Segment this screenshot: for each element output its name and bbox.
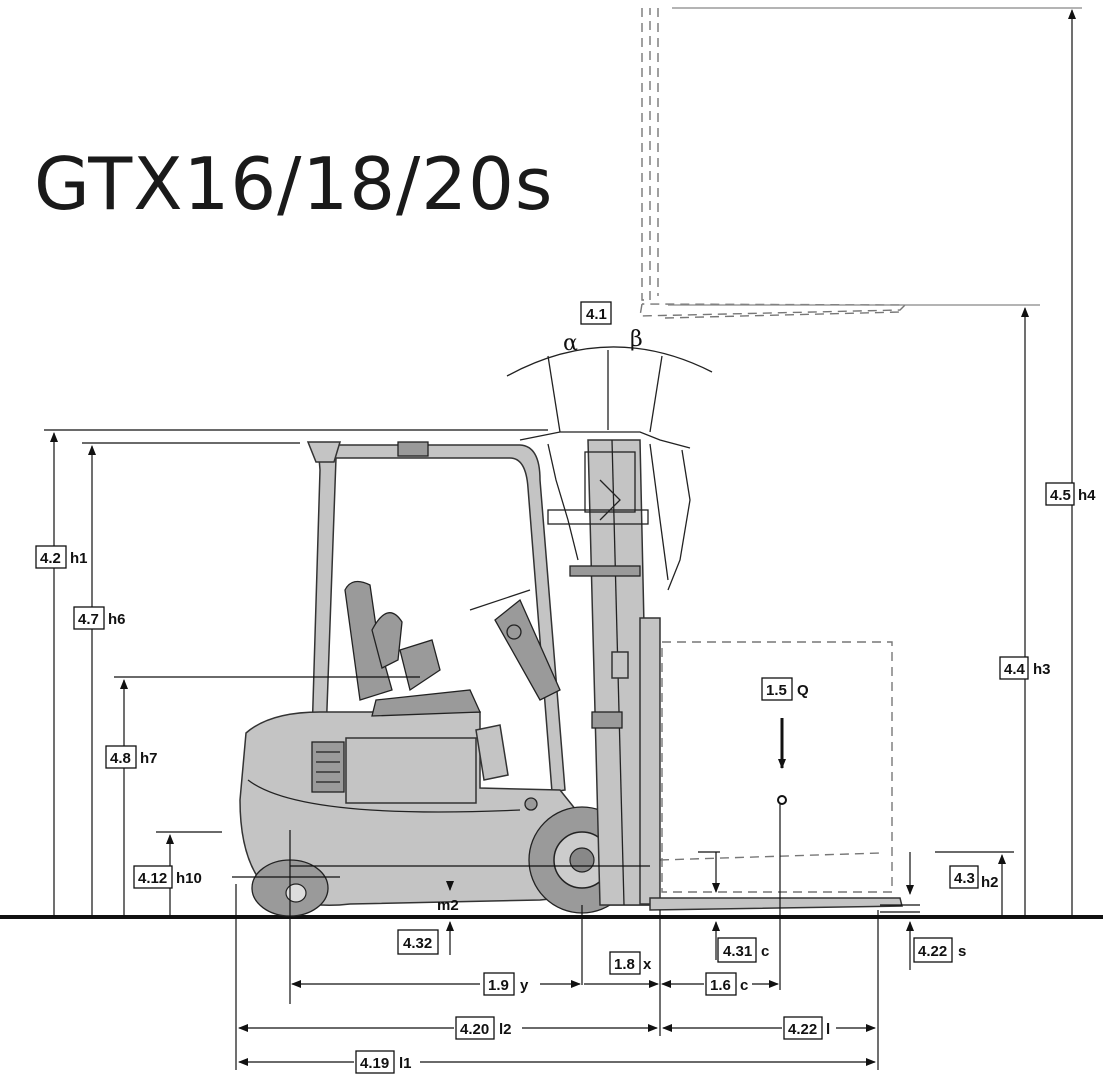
fork-arrows [712, 852, 914, 895]
dim-h2: 4.3 h2 [949, 854, 1006, 917]
q-code: 1.5 [766, 682, 787, 699]
h6-symbol: h6 [108, 611, 126, 628]
tilt-code: 4.1 [586, 306, 607, 323]
extension-lines [44, 429, 1014, 1070]
tilt-angle-indicator: 4.1 α β [506, 301, 713, 433]
l1-symbol: l1 [399, 1055, 412, 1072]
h3-symbol: h3 [1033, 661, 1051, 678]
m2-symbol: m2 [437, 897, 459, 914]
c16-symbol: c [740, 977, 748, 994]
h7-symbol: h7 [140, 750, 158, 767]
dim-m2: m2 4.32 [397, 881, 459, 955]
h6-code: 4.7 [78, 611, 99, 628]
dim-load-q: 1.5 Q [761, 677, 809, 805]
x-symbol: x [643, 956, 652, 973]
h1-symbol: h1 [70, 550, 88, 567]
s-code: 4.22 [918, 943, 947, 960]
dim-h6: 4.7 h6 [73, 445, 126, 917]
h2-code: 4.3 [954, 870, 975, 887]
l2-symbol: l2 [499, 1021, 512, 1038]
x-code: 1.8 [614, 956, 635, 973]
h2-symbol: h2 [981, 874, 999, 891]
c431-code: 4.31 [723, 943, 752, 960]
l1-code: 4.19 [360, 1055, 389, 1072]
q-symbol: Q [797, 682, 809, 699]
l-code: 4.22 [788, 1021, 817, 1038]
dim-h7: 4.8 h7 [105, 679, 158, 917]
dim-h3: 4.4 h3 [999, 307, 1051, 917]
dim-h10: 4.12 h10 [133, 834, 202, 917]
forklift-illustration [239, 431, 903, 917]
dim-l2: 4.20 l2 [238, 1016, 658, 1040]
tilt-alpha: α [563, 331, 578, 356]
y-code: 1.9 [488, 977, 509, 994]
h3-code: 4.4 [1004, 661, 1026, 678]
c16-code: 1.6 [710, 977, 731, 994]
dim-h1: 4.2 h1 [35, 432, 88, 917]
dim-s: 4.22 s [906, 921, 966, 970]
l2-code: 4.20 [460, 1021, 489, 1038]
h1-code: 4.2 [40, 550, 61, 567]
s-symbol: s [958, 943, 966, 960]
dim-c-4-31: 4.31 c [712, 921, 769, 963]
l-symbol: l [826, 1021, 830, 1038]
h4-code: 4.5 [1050, 487, 1071, 504]
h7-code: 4.8 [110, 750, 131, 767]
raised-mast-outline [639, 7, 1082, 319]
c431-symbol: c [761, 943, 769, 960]
h10-symbol: h10 [176, 870, 202, 887]
dim-x: 1.8 x [609, 951, 652, 975]
tilt-beta: β [630, 327, 643, 352]
m2-code: 4.32 [403, 935, 432, 952]
load-outline [659, 641, 893, 893]
dim-l1: 4.19 l1 [238, 1050, 876, 1074]
h10-code: 4.12 [138, 870, 167, 887]
model-title: GTX16/18/20s [34, 142, 554, 226]
h4-symbol: h4 [1078, 487, 1096, 504]
dim-l: 4.22 l [662, 1016, 876, 1040]
dim-h4: 4.5 h4 [1045, 9, 1096, 917]
dim-c-1-6: 1.6 c [661, 972, 779, 996]
dim-y: 1.9 y [291, 972, 659, 996]
y-symbol: y [520, 977, 529, 994]
